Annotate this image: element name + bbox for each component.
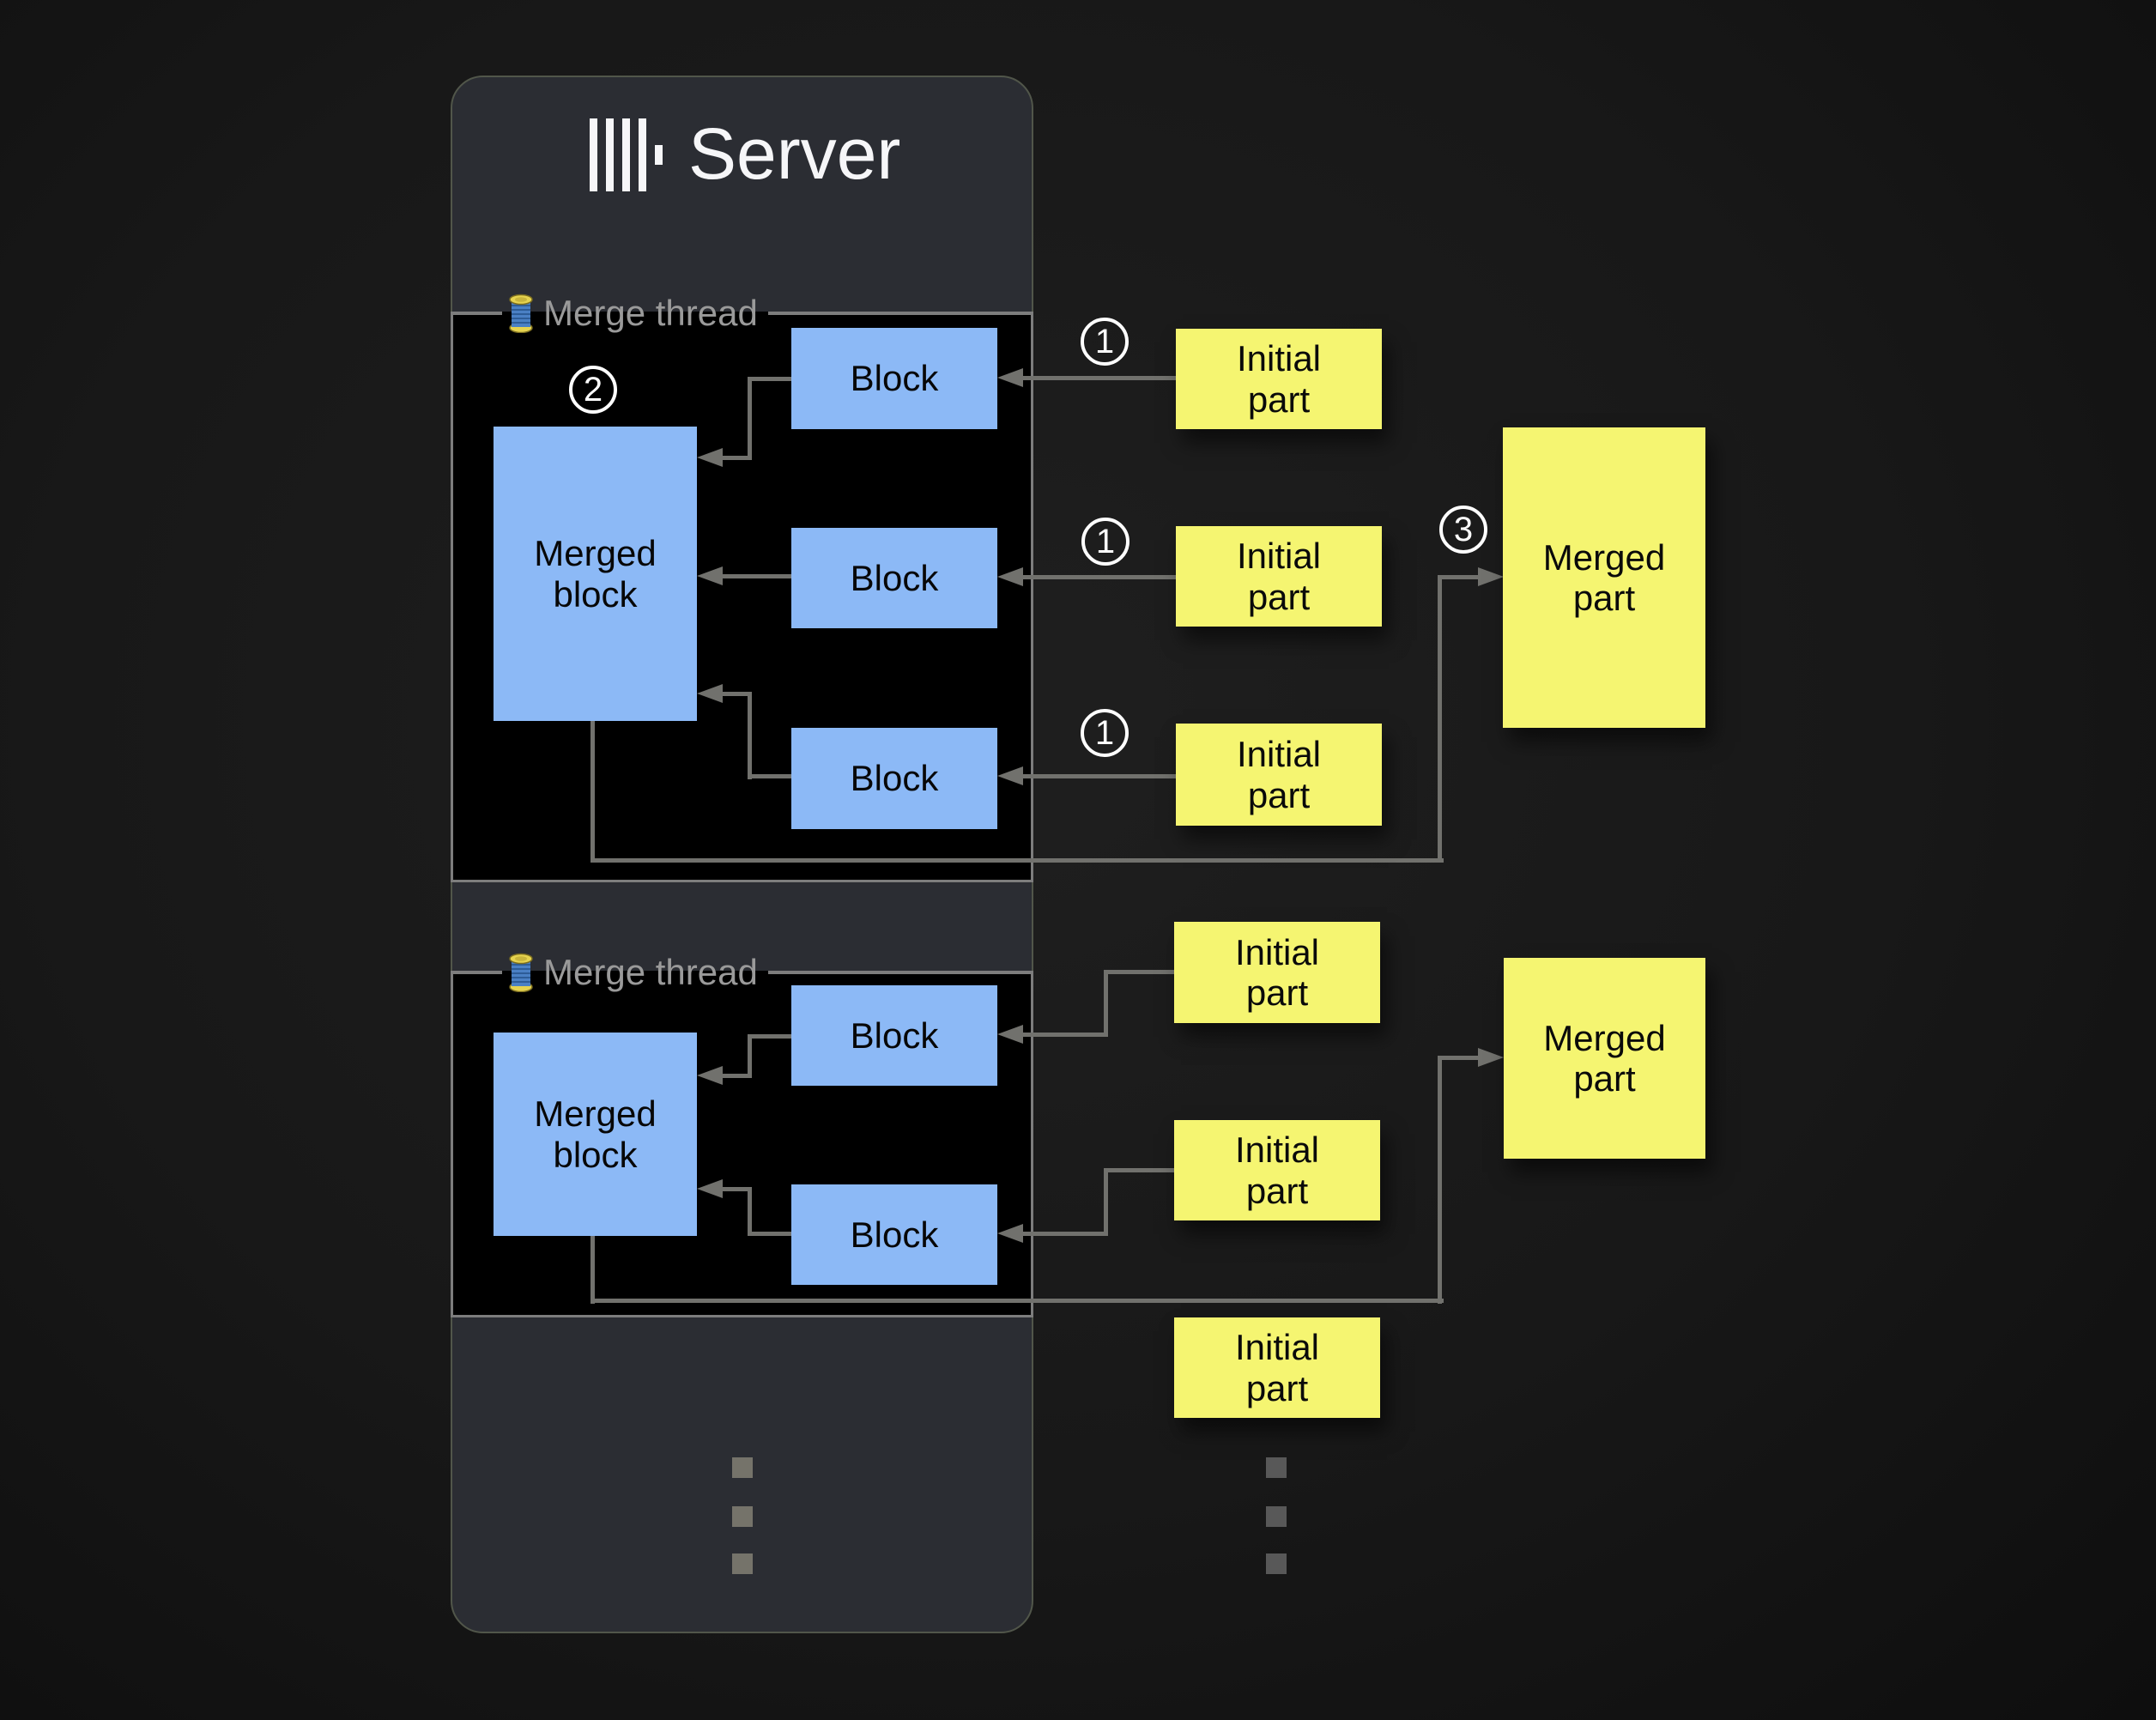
arrow-mergedblock2-to-mergedpart2 — [1438, 1056, 1481, 1060]
arrow-block1-to-merged — [748, 377, 752, 460]
arrow-initialpart5-to-block5 — [1023, 1232, 1105, 1236]
arrow-mergedblock2-to-mergedpart2 — [590, 1236, 595, 1304]
merged-block-2: Merged block — [494, 1033, 697, 1236]
arrow-block5-to-merged — [749, 1232, 791, 1236]
step-marker-1: 1 — [1081, 318, 1129, 366]
arrowhead-icon — [697, 1179, 723, 1198]
merged-part-1: Merged part — [1503, 427, 1705, 728]
ellipsis-dot — [1266, 1457, 1287, 1478]
server-title: Server — [688, 113, 901, 194]
ellipsis-dot — [1266, 1506, 1287, 1527]
merge-thread-1-labelrow: Merge thread — [451, 293, 1033, 334]
arrow-block4-to-merged — [748, 1034, 752, 1078]
arrow-block4-to-merged — [749, 1034, 791, 1039]
merge-thread-2-labelrow: Merge thread — [451, 952, 1033, 993]
block-3: Block — [791, 728, 997, 829]
arrow-initialpart1-to-block1 — [1023, 376, 1176, 380]
border-segment — [451, 971, 502, 974]
ellipsis-dot — [732, 1553, 753, 1574]
arrow-mergedblock1-to-mergedpart1 — [590, 858, 1444, 863]
arrowhead-icon — [697, 684, 723, 703]
arrow-mergedblock1-to-mergedpart1 — [590, 721, 595, 863]
initial-part-1: Initial part — [1176, 329, 1382, 429]
arrow-block2-to-merged — [723, 574, 791, 578]
step-marker-1: 1 — [1081, 518, 1129, 566]
arrow-mergedblock1-to-mergedpart1 — [1438, 575, 1481, 579]
arrow-initialpart2-to-block2 — [1023, 575, 1176, 579]
arrow-block5-to-merged — [748, 1187, 752, 1236]
border-segment — [767, 971, 1033, 974]
arrow-initialpart3-to-block3 — [1023, 774, 1176, 778]
block-5: Block — [791, 1184, 997, 1285]
ellipsis-dot — [732, 1457, 753, 1478]
thread-spool-icon — [509, 953, 533, 992]
arrowhead-icon — [1478, 1048, 1504, 1067]
arrow-mergedblock2-to-mergedpart2 — [1438, 1056, 1442, 1304]
merge-thread-1-label: Merge thread — [543, 293, 758, 333]
arrow-mergedblock1-to-mergedpart1 — [1438, 575, 1442, 863]
arrow-block1-to-merged — [723, 456, 749, 460]
step-marker-2: 2 — [569, 366, 617, 414]
initial-part-4: Initial part — [1174, 922, 1380, 1023]
initial-part-3: Initial part — [1176, 724, 1382, 826]
arrow-block3-to-merged — [749, 774, 791, 778]
merged-part-2: Merged part — [1504, 958, 1705, 1159]
clickhouse-logo-icon — [590, 118, 663, 191]
merged-block-1: Merged block — [494, 427, 697, 721]
thread-spool-icon — [509, 294, 533, 333]
ellipsis-dot — [1266, 1553, 1287, 1574]
arrowhead-icon — [697, 1066, 723, 1085]
arrowhead-icon — [997, 567, 1023, 586]
arrowhead-icon — [697, 448, 723, 467]
arrowhead-icon — [997, 1025, 1023, 1044]
block-1: Block — [791, 328, 997, 429]
arrowhead-icon — [1478, 567, 1504, 586]
border-segment — [451, 312, 502, 315]
step-marker-3: 3 — [1439, 506, 1487, 554]
arrow-initialpart4-to-block4 — [1105, 970, 1174, 974]
block-2: Block — [791, 528, 997, 628]
merge-thread-2-label: Merge thread — [543, 952, 758, 992]
arrow-block3-to-merged — [748, 692, 752, 779]
arrow-initialpart5-to-block5 — [1104, 1168, 1108, 1236]
arrow-mergedblock2-to-mergedpart2 — [590, 1299, 1444, 1303]
arrow-initialpart4-to-block4 — [1104, 970, 1108, 1037]
border-segment — [767, 312, 1033, 315]
ellipsis-dot — [732, 1506, 753, 1527]
initial-part-2: Initial part — [1176, 526, 1382, 627]
step-marker-1: 1 — [1081, 709, 1129, 757]
arrow-initialpart5-to-block5 — [1105, 1168, 1174, 1172]
arrow-block4-to-merged — [723, 1074, 749, 1078]
initial-part-5: Initial part — [1174, 1120, 1380, 1220]
arrowhead-icon — [997, 1224, 1023, 1243]
arrow-block5-to-merged — [723, 1187, 749, 1191]
arrow-initialpart4-to-block4 — [1023, 1033, 1105, 1037]
arrow-block3-to-merged — [723, 692, 749, 696]
arrowhead-icon — [997, 766, 1023, 785]
arrow-block1-to-merged — [749, 377, 791, 381]
block-4: Block — [791, 985, 997, 1086]
arrowhead-icon — [997, 368, 1023, 387]
arrowhead-icon — [697, 566, 723, 585]
initial-part-6: Initial part — [1174, 1317, 1380, 1418]
